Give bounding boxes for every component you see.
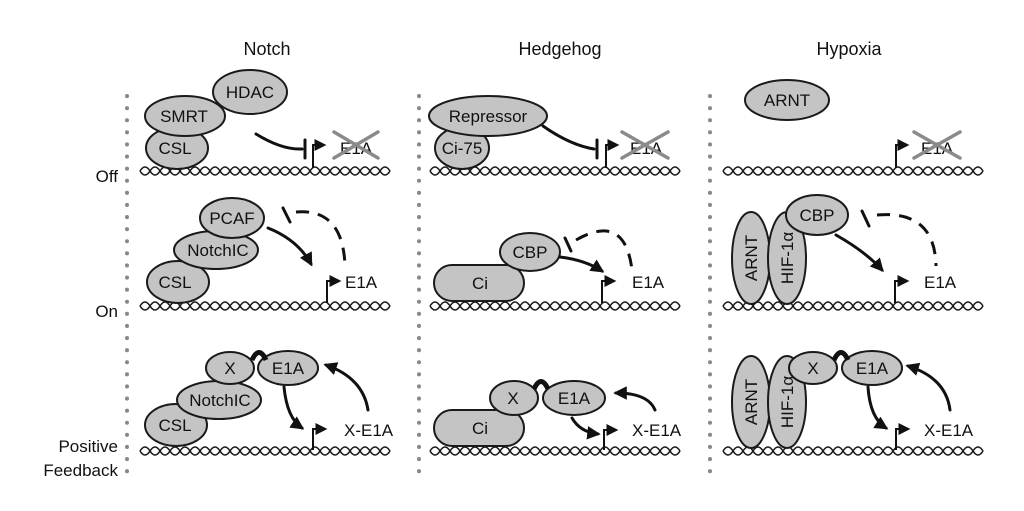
e1a-label: E1A <box>345 273 378 292</box>
arnt-label: ARNT <box>764 91 810 110</box>
column-header-hedgehog: Hedgehog <box>518 39 601 59</box>
activation-arrow <box>834 233 884 273</box>
arnt-label: ARNT <box>742 379 761 425</box>
cbp-protein <box>499 232 561 272</box>
pcaf-protein <box>199 197 265 239</box>
x-label: X <box>224 359 235 378</box>
inhibition-bar <box>563 236 573 253</box>
x-label: X <box>507 389 518 408</box>
promoter-icon <box>312 139 327 168</box>
e1a-protein-label: E1A <box>272 359 305 378</box>
row-label-positive: Positive <box>58 437 118 456</box>
x-e1a-label: X-E1A <box>924 421 974 440</box>
e1a-label: E1A <box>340 139 373 158</box>
cbp-label: CBP <box>513 243 548 262</box>
ci-protein <box>433 264 525 302</box>
x-protein <box>205 351 255 385</box>
hdac-protein <box>212 69 288 115</box>
ci-protein <box>433 409 525 447</box>
csl-label: CSL <box>158 273 191 292</box>
fusion-linker <box>531 379 551 391</box>
notchic-label: NotchIC <box>189 391 250 410</box>
pcaf-label: PCAF <box>209 209 254 228</box>
fusion-linker <box>249 350 269 362</box>
repressor-protein <box>428 95 548 137</box>
feedback-dashed-arrow <box>876 213 938 267</box>
e1a-label: E1A <box>630 139 663 158</box>
activation-arrow <box>866 385 889 430</box>
hypoxia-feedback-panel: ARNT HIF-1α X E1A X-E1A <box>731 350 974 450</box>
promoter-icon <box>326 275 342 303</box>
notch-on-panel: CSL NotchIC PCAF E1A <box>146 197 378 304</box>
hif-label: HIF-1α <box>778 232 797 285</box>
promoter-icon <box>895 423 911 450</box>
x-protein <box>489 380 539 416</box>
ci-label: Ci <box>472 274 488 293</box>
ci75-label: Ci-75 <box>442 139 483 158</box>
e1a-protein-label: E1A <box>856 359 889 378</box>
hedgehog-feedback-panel: Ci X E1A X-E1A <box>433 379 682 450</box>
hypoxia-off-panel: ARNT E1A <box>744 79 962 168</box>
csl-protein <box>146 260 210 304</box>
row-label-on: On <box>95 302 118 321</box>
e1a-label: E1A <box>924 273 957 292</box>
hdac-label: HDAC <box>226 83 274 102</box>
arnt-protein <box>744 79 830 121</box>
activation-arrow <box>570 416 601 440</box>
smrt-protein <box>144 95 226 137</box>
x-protein <box>788 351 838 385</box>
e1a-label: E1A <box>632 273 665 292</box>
arnt-label: ARNT <box>742 235 761 281</box>
csl-label: CSL <box>158 416 191 435</box>
feedback-arrow <box>323 362 370 412</box>
activation-arrow <box>558 255 605 273</box>
notchic-label: NotchIC <box>187 241 248 260</box>
inhibition-bar <box>860 209 871 228</box>
promoter-icon <box>601 275 617 303</box>
smrt-label: SMRT <box>160 107 208 126</box>
repression-arrow <box>541 124 596 151</box>
notch-off-panel: HDAC CSL SMRT E1A <box>144 69 380 170</box>
e1a-protein <box>841 350 903 386</box>
repressor-label: Repressor <box>449 107 528 126</box>
activation-arrow <box>266 226 313 267</box>
row-label-feedback: Feedback <box>43 461 118 480</box>
hypoxia-on-panel: ARNT HIF-1α CBP E1A <box>731 194 957 305</box>
column-header-hypoxia: Hypoxia <box>816 39 882 59</box>
promoter-icon <box>895 139 910 168</box>
activation-arrow <box>282 385 305 430</box>
ci-label: Ci <box>472 419 488 438</box>
x-e1a-label: X-E1A <box>632 421 682 440</box>
e1a-protein <box>257 350 319 386</box>
inhibition-bar <box>281 206 292 224</box>
promoter-icon <box>603 424 619 450</box>
csl-label: CSL <box>158 139 191 158</box>
e1a-protein-label: E1A <box>558 389 591 408</box>
feedback-arrow <box>905 362 952 412</box>
e1a-label: E1A <box>921 139 954 158</box>
feedback-dashed-arrow <box>295 210 347 267</box>
e1a-protein <box>542 380 606 416</box>
cbp-label: CBP <box>800 206 835 225</box>
column-header-notch: Notch <box>243 39 290 59</box>
row-label-off: Off <box>96 167 119 186</box>
hedgehog-off-panel: Ci-75 Repressor E1A <box>428 95 670 170</box>
promoter-icon <box>605 139 620 168</box>
dna-strands <box>139 166 984 456</box>
hif-label: HIF-1α <box>778 376 797 429</box>
promoter-icon <box>312 423 328 450</box>
promoter-icon <box>894 275 910 303</box>
x-label: X <box>807 359 818 378</box>
feedback-dashed-arrow <box>575 229 634 271</box>
x-e1a-label: X-E1A <box>344 421 394 440</box>
feedback-arrow <box>613 386 657 412</box>
fusion-linker <box>831 350 851 362</box>
hedgehog-on-panel: Ci CBP E1A <box>433 229 665 303</box>
repression-arrow <box>254 132 304 151</box>
cbp-protein <box>785 194 849 236</box>
notch-feedback-panel: CSL NotchIC X E1A X-E1A <box>144 350 394 450</box>
